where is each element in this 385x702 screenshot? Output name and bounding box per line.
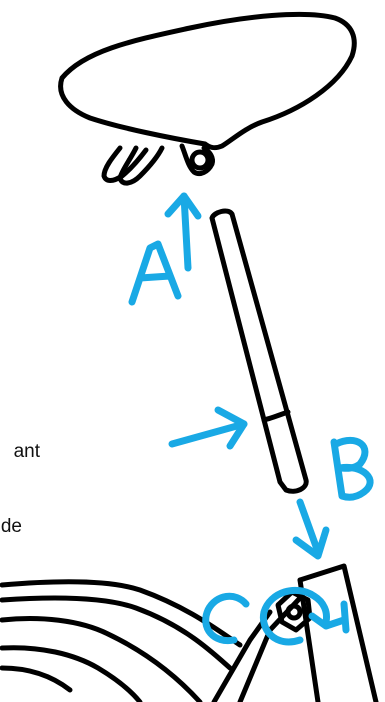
- arrow-down-icon: [296, 502, 326, 556]
- label-a: [132, 244, 178, 302]
- bike-frame: [2, 566, 376, 702]
- arrow-right-icon: [172, 410, 244, 446]
- arrow-up-icon: [168, 196, 198, 268]
- label-b: [334, 440, 370, 497]
- seat-post: [212, 211, 306, 491]
- saddle: [61, 14, 355, 183]
- annotations: [132, 196, 370, 642]
